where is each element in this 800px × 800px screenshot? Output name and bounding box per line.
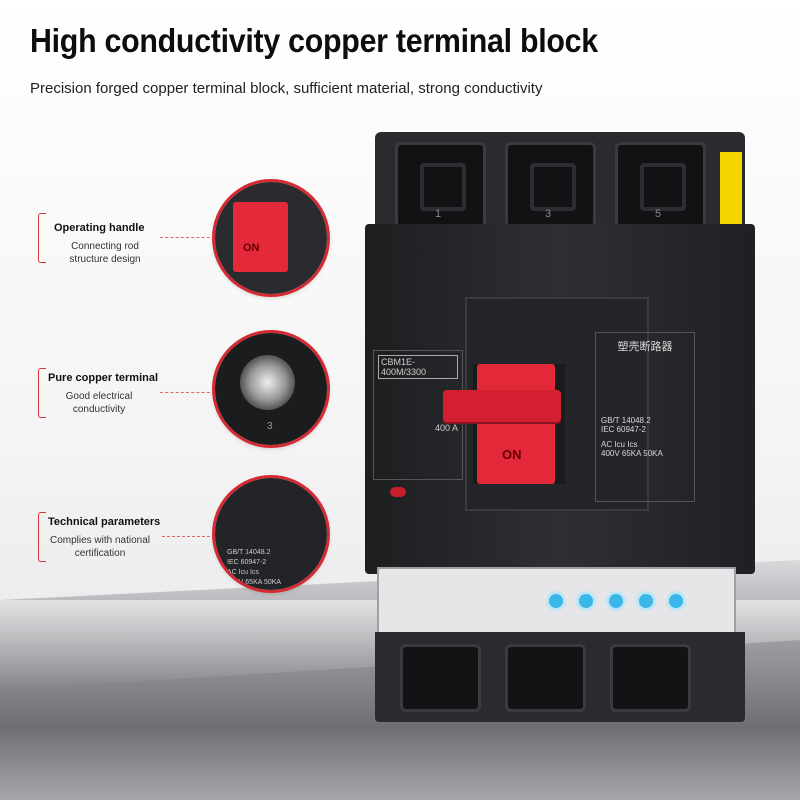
- callout-connector: [160, 237, 215, 238]
- adjust-dial-icon: [609, 594, 623, 608]
- desc-line: Good electrical: [65, 391, 133, 402]
- zoom-bg: [215, 478, 327, 590]
- callout-desc-params: Complies with national certification: [40, 534, 160, 560]
- ratings-header: AC Icu Ics: [601, 440, 638, 449]
- product-name-cn: 塑壳断路器: [617, 341, 673, 353]
- zoom-ratings-values: 400V 65KA 50KA: [227, 579, 282, 586]
- zoom-terminal-number: 3: [267, 421, 273, 432]
- terminal-number: 1: [435, 208, 442, 220]
- callout-title-handle: Operating handle: [54, 222, 145, 234]
- zoom-circle-terminal: 3: [215, 333, 327, 445]
- breaker-top-terminal-block: 1 3 5: [375, 132, 745, 242]
- terminal-bolt-icon: [240, 355, 295, 410]
- callout-desc-handle: Connecting rod structure design: [50, 240, 160, 266]
- zoom-standard1: GB/T 14048.2: [227, 549, 271, 556]
- zoom-on-label: ON: [243, 242, 260, 254]
- operating-handle-lever: [443, 390, 561, 422]
- callout-bracket: [38, 512, 46, 562]
- terminal-slot-6: [610, 644, 691, 712]
- terminal-slot-5: [615, 142, 706, 228]
- rated-current: 400 A: [434, 423, 458, 433]
- model-number: CBM1E-400M/3300: [378, 355, 458, 379]
- standard-gbt: GB/T 14048.2: [601, 416, 651, 425]
- on-label: ON: [502, 447, 522, 462]
- test-button: [390, 487, 406, 497]
- zoom-ratings-header: AC Icu Ics: [227, 569, 259, 576]
- adjust-dial-icon: [639, 594, 653, 608]
- breaker-bottom-terminal-block: [375, 632, 745, 722]
- zoom-handle-image: [233, 202, 288, 272]
- terminal-slot-2: [400, 644, 481, 712]
- terminal-number: 5: [655, 208, 662, 220]
- zoom-params-text: GB/T 14048.2 IEC 60947-2 AC Icu Ics 400V…: [227, 548, 281, 588]
- adjust-dial-icon: [669, 594, 683, 608]
- callout-bracket: [38, 213, 46, 263]
- zoom-standard2: IEC 60947-2: [227, 559, 267, 566]
- handle-base: [477, 364, 555, 484]
- desc-line: certification: [74, 548, 126, 559]
- desc-line: Connecting rod: [71, 241, 139, 252]
- terminal-slot-4: [505, 644, 586, 712]
- callout-connector: [162, 536, 215, 537]
- rating-label-right: 塑壳断路器 GB/T 14048.2 IEC 60947-2 AC Icu Ic…: [595, 332, 695, 502]
- zoom-circle-params: GB/T 14048.2 IEC 60947-2 AC Icu Ics 400V…: [215, 478, 327, 590]
- standard-iec: IEC 60947-2: [601, 425, 646, 434]
- callout-bracket: [38, 368, 46, 418]
- terminal-slot-3: [505, 142, 596, 228]
- ratings-values: 400V 65KA 50KA: [601, 449, 663, 458]
- side-rating-tag: [720, 152, 742, 242]
- callout-title-params: Technical parameters: [48, 516, 161, 528]
- zoom-circle-handle: ON: [215, 182, 327, 294]
- desc-line: structure design: [69, 254, 141, 265]
- page-title: High conductivity copper terminal block: [30, 22, 598, 59]
- page-subtitle: Precision forged copper terminal block, …: [30, 80, 543, 97]
- desc-line: Complies with national: [49, 535, 151, 546]
- adjust-dial-icon: [579, 594, 593, 608]
- callout-title-terminal: Pure copper terminal: [48, 372, 159, 384]
- terminal-number: 3: [545, 208, 552, 220]
- callout-desc-terminal: Good electrical conductivity: [44, 390, 154, 416]
- callout-connector: [160, 392, 215, 393]
- desc-line: conductivity: [72, 404, 126, 415]
- circuit-breaker-image: 1 3 5 CBM1E-400M/3300 400 A 塑壳断路器 GB/T 1…: [365, 132, 755, 722]
- adjust-dial-icon: [549, 594, 563, 608]
